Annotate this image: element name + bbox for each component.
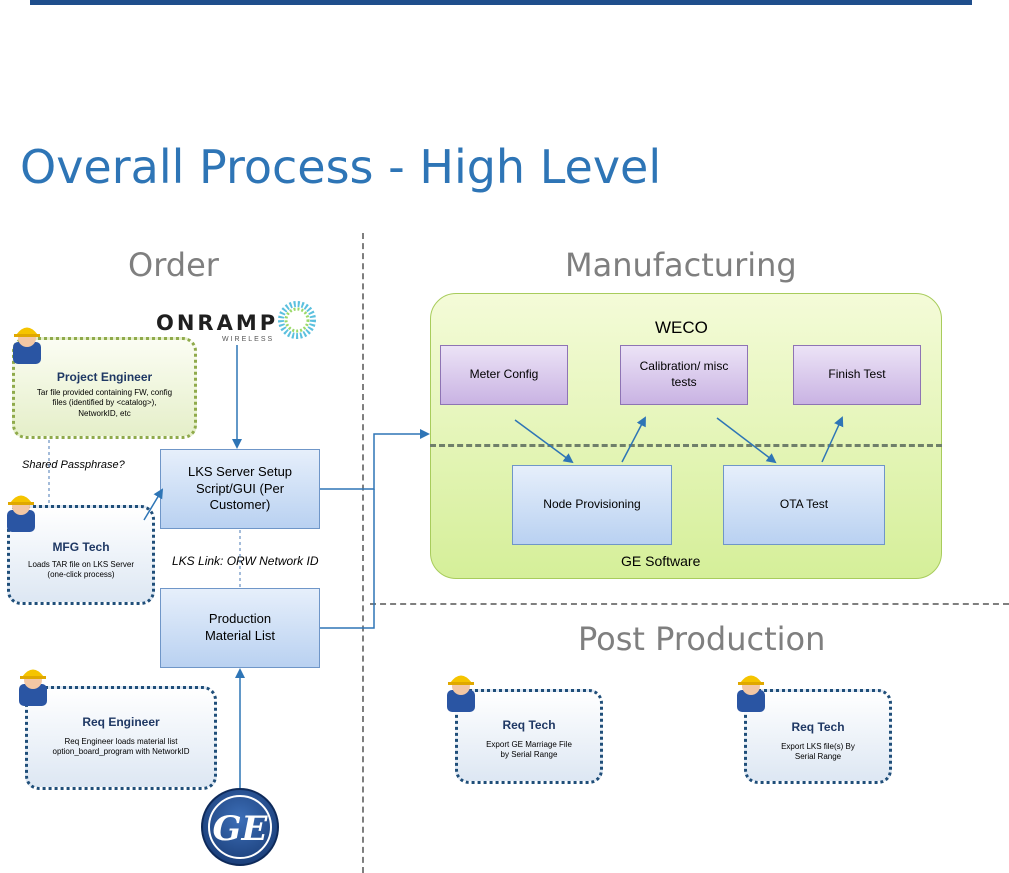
req-tech-marriage-name: Req Tech xyxy=(502,718,556,732)
req-tech-lks-desc: Export LKS file(s) By Serial Range xyxy=(781,742,855,762)
req-engineer-name: Req Engineer xyxy=(82,715,160,729)
lks-to-manufacturing-arrow xyxy=(320,429,430,490)
finish-test-box: Finish Test xyxy=(793,345,921,405)
lks-server-setup-box: LKS Server Setup Script/GUI (Per Custome… xyxy=(160,449,320,529)
project-engineer-box: Project Engineer Tar file provided conta… xyxy=(12,337,197,439)
req-engineer-desc: Req Engineer loads material list option_… xyxy=(52,737,190,757)
onramp-logo: ONRAMP WIRELESS xyxy=(156,311,279,343)
mfg-tech-desc: Loads TAR file on LKS Server (one-click … xyxy=(28,560,134,580)
worker-icon xyxy=(447,675,475,712)
ota-test-box: OTA Test xyxy=(723,465,885,545)
top-rule xyxy=(30,0,972,5)
req-engineer-box: Req Engineer Req Engineer loads material… xyxy=(25,686,217,790)
section-manufacturing-label: Manufacturing xyxy=(565,246,797,284)
section-post-production-label: Post Production xyxy=(578,620,826,658)
ge-logo-text: GE xyxy=(213,809,269,849)
post-production-divider xyxy=(370,603,1009,605)
project-engineer-name: Project Engineer xyxy=(56,370,153,384)
mfg-tech-name: MFG Tech xyxy=(52,540,110,554)
order-divider xyxy=(362,233,364,873)
calibration-to-ota-arrow xyxy=(716,417,777,464)
production-material-list-box: Production Material List xyxy=(160,588,320,668)
lks-link-note: LKS Link: ORW Network ID xyxy=(172,554,319,568)
onramp-logo-text: ONRAMP xyxy=(156,311,279,335)
ge-software-label: GE Software xyxy=(621,553,701,569)
req-tech-lks-name: Req Tech xyxy=(791,720,845,734)
onramp-logo-subtext: WIRELESS xyxy=(222,336,275,343)
worker-icon xyxy=(19,669,47,706)
meter-config-box: Meter Config xyxy=(440,345,568,405)
onramp-ring-icon xyxy=(278,301,316,339)
page-title: Overall Process - High Level xyxy=(20,140,662,194)
ota-to-finish-arrow xyxy=(821,416,844,463)
section-order-label: Order xyxy=(128,246,219,284)
mfgtech-to-lks-arrow xyxy=(143,488,164,521)
node-provisioning-box: Node Provisioning xyxy=(512,465,672,545)
calibration-box: Calibration/ misc tests xyxy=(620,345,748,405)
worker-icon xyxy=(13,327,41,364)
ge-logo: GE xyxy=(201,788,279,866)
node-to-calibration-arrow xyxy=(621,416,646,463)
worker-icon xyxy=(7,495,35,532)
project-engineer-desc: Tar file provided containing FW, config … xyxy=(36,388,173,418)
mfg-tech-box: MFG Tech Loads TAR file on LKS Server (o… xyxy=(7,505,155,605)
meter-to-node-arrow xyxy=(514,419,574,464)
req-tech-marriage-desc: Export GE Marriage File by Serial Range xyxy=(486,740,572,760)
material-to-manufacturing-connector xyxy=(320,489,375,629)
weco-ge-divider xyxy=(430,444,942,447)
weco-label: WECO xyxy=(655,318,708,337)
req-tech-lks-box: Req Tech Export LKS file(s) By Serial Ra… xyxy=(744,689,892,784)
req-tech-marriage-box: Req Tech Export GE Marriage File by Seri… xyxy=(455,689,603,784)
worker-icon xyxy=(737,675,765,712)
shared-passphrase-note: Shared Passphrase? xyxy=(22,459,125,471)
